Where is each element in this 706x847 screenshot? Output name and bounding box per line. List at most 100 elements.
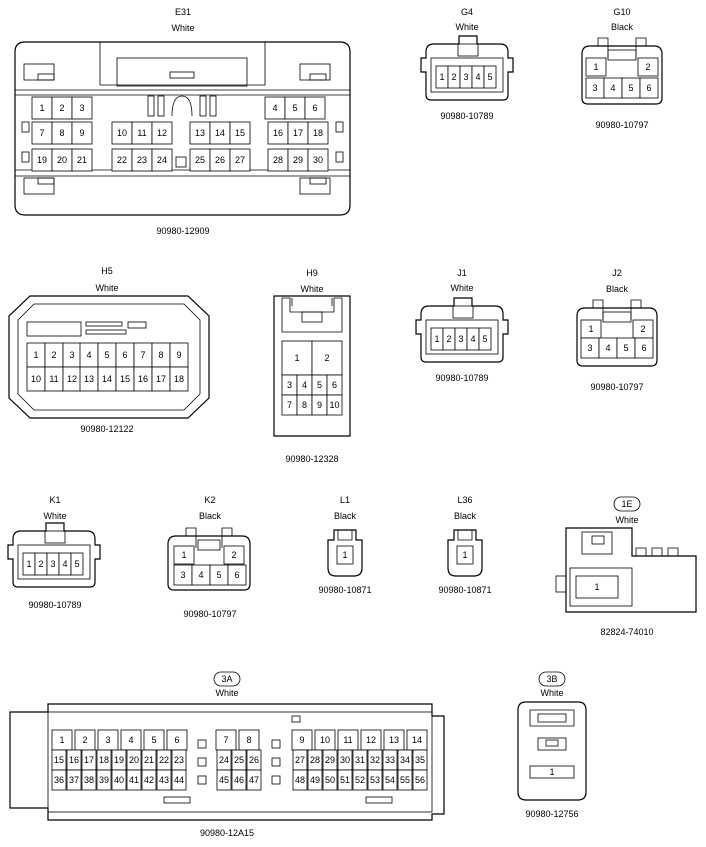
pin-number: 14 bbox=[412, 735, 422, 745]
connector-id: G10 bbox=[613, 7, 630, 17]
connector-housing bbox=[415, 297, 509, 363]
pin-number: 3 bbox=[463, 72, 468, 82]
pin-cell bbox=[575, 575, 619, 599]
pin-number: 1 bbox=[294, 353, 299, 363]
pin-number: 16 bbox=[69, 755, 79, 765]
part-number: 90980-12909 bbox=[156, 226, 209, 236]
pin-cell bbox=[336, 545, 354, 565]
pin-number: 3 bbox=[69, 350, 74, 360]
connector-housing bbox=[273, 295, 351, 437]
pin-cell bbox=[216, 769, 232, 791]
pin-number: 2 bbox=[645, 62, 650, 72]
pin-number: 1 bbox=[33, 350, 38, 360]
pin-number: 7 bbox=[39, 128, 44, 138]
pin-number: 1 bbox=[439, 72, 444, 82]
pin-cell bbox=[51, 769, 67, 791]
pin-number: 6 bbox=[122, 350, 127, 360]
pin-number: 3 bbox=[50, 559, 55, 569]
pin-number: 14 bbox=[102, 374, 112, 384]
connector-id: H9 bbox=[306, 268, 318, 278]
connector-housing bbox=[420, 35, 514, 101]
pin-number: 20 bbox=[57, 155, 67, 165]
connector-id-badge bbox=[613, 496, 641, 512]
connector-id: J2 bbox=[612, 268, 622, 278]
pin-number: 55 bbox=[400, 775, 410, 785]
pin-cell bbox=[169, 366, 189, 392]
pin-number: 5 bbox=[623, 343, 628, 353]
pin-grid: 1 bbox=[336, 545, 354, 565]
pin-number: 3 bbox=[180, 570, 185, 580]
pin-cell bbox=[96, 769, 112, 791]
pin-number: 2 bbox=[51, 350, 56, 360]
pin-cell bbox=[70, 552, 84, 576]
pin-cell bbox=[171, 769, 187, 791]
pin-number: 54 bbox=[385, 775, 395, 785]
pin-cell bbox=[151, 148, 173, 172]
pin-number: 1 bbox=[462, 550, 467, 560]
part-number: 90980-10797 bbox=[183, 609, 236, 619]
pin-cell bbox=[367, 769, 383, 791]
pin-cell bbox=[229, 121, 251, 145]
pin-number: 4 bbox=[610, 83, 615, 93]
pin-number: 1 bbox=[593, 62, 598, 72]
pin-number: 8 bbox=[302, 400, 307, 410]
pin-number: 4 bbox=[198, 570, 203, 580]
pin-cell bbox=[478, 327, 492, 351]
pin-number: 4 bbox=[86, 350, 91, 360]
pin-cell bbox=[322, 769, 338, 791]
pin-number: 2 bbox=[640, 324, 645, 334]
pin-number: 25 bbox=[234, 755, 244, 765]
pin-grid: 1 bbox=[529, 765, 575, 779]
pin-cell bbox=[223, 545, 245, 565]
pin-cell bbox=[307, 121, 329, 145]
pin-cell bbox=[311, 340, 343, 376]
pin-number: 23 bbox=[137, 155, 147, 165]
pin-number: 33 bbox=[385, 755, 395, 765]
pin-cell bbox=[281, 340, 313, 376]
pin-number: 1 bbox=[594, 582, 599, 592]
pin-cell bbox=[111, 769, 127, 791]
part-number: 90980-12122 bbox=[80, 424, 133, 434]
pin-number: 11 bbox=[137, 128, 146, 138]
connector-color: White bbox=[300, 284, 323, 294]
pin-grid: 1 bbox=[456, 545, 474, 565]
pin-number: 24 bbox=[219, 755, 229, 765]
pin-number: 12 bbox=[67, 374, 77, 384]
pin-number: 1 bbox=[59, 735, 64, 745]
pin-number: 53 bbox=[370, 775, 380, 785]
pin-number: 6 bbox=[234, 570, 239, 580]
part-number: 90980-10789 bbox=[440, 111, 493, 121]
pin-number: 25 bbox=[195, 155, 205, 165]
pin-cell bbox=[382, 769, 398, 791]
part-number: 90980-10789 bbox=[28, 600, 81, 610]
pin-number: 18 bbox=[174, 374, 184, 384]
pin-cell bbox=[585, 57, 607, 77]
pin-number: 6 bbox=[174, 735, 179, 745]
pin-cell bbox=[141, 769, 157, 791]
pin-number: 4 bbox=[272, 103, 277, 113]
pin-number: 19 bbox=[114, 755, 124, 765]
pin-cell bbox=[71, 96, 93, 120]
connector-color: White bbox=[615, 515, 638, 525]
connector-color: Black bbox=[334, 511, 357, 521]
connector-housing bbox=[576, 307, 658, 367]
pin-cell bbox=[337, 769, 353, 791]
pin-number: 2 bbox=[324, 353, 329, 363]
pin-number: 3 bbox=[458, 334, 463, 344]
pin-number: 45 bbox=[219, 775, 229, 785]
pin-number: 8 bbox=[246, 735, 251, 745]
pin-number: 5 bbox=[104, 350, 109, 360]
pin-number: 28 bbox=[273, 155, 283, 165]
connector-id: G4 bbox=[461, 7, 473, 17]
pin-number: 52 bbox=[355, 775, 365, 785]
pin-number: 48 bbox=[295, 775, 305, 785]
pin-number: 1 bbox=[588, 324, 593, 334]
pin-cell bbox=[81, 769, 97, 791]
pin-cell bbox=[304, 96, 326, 120]
